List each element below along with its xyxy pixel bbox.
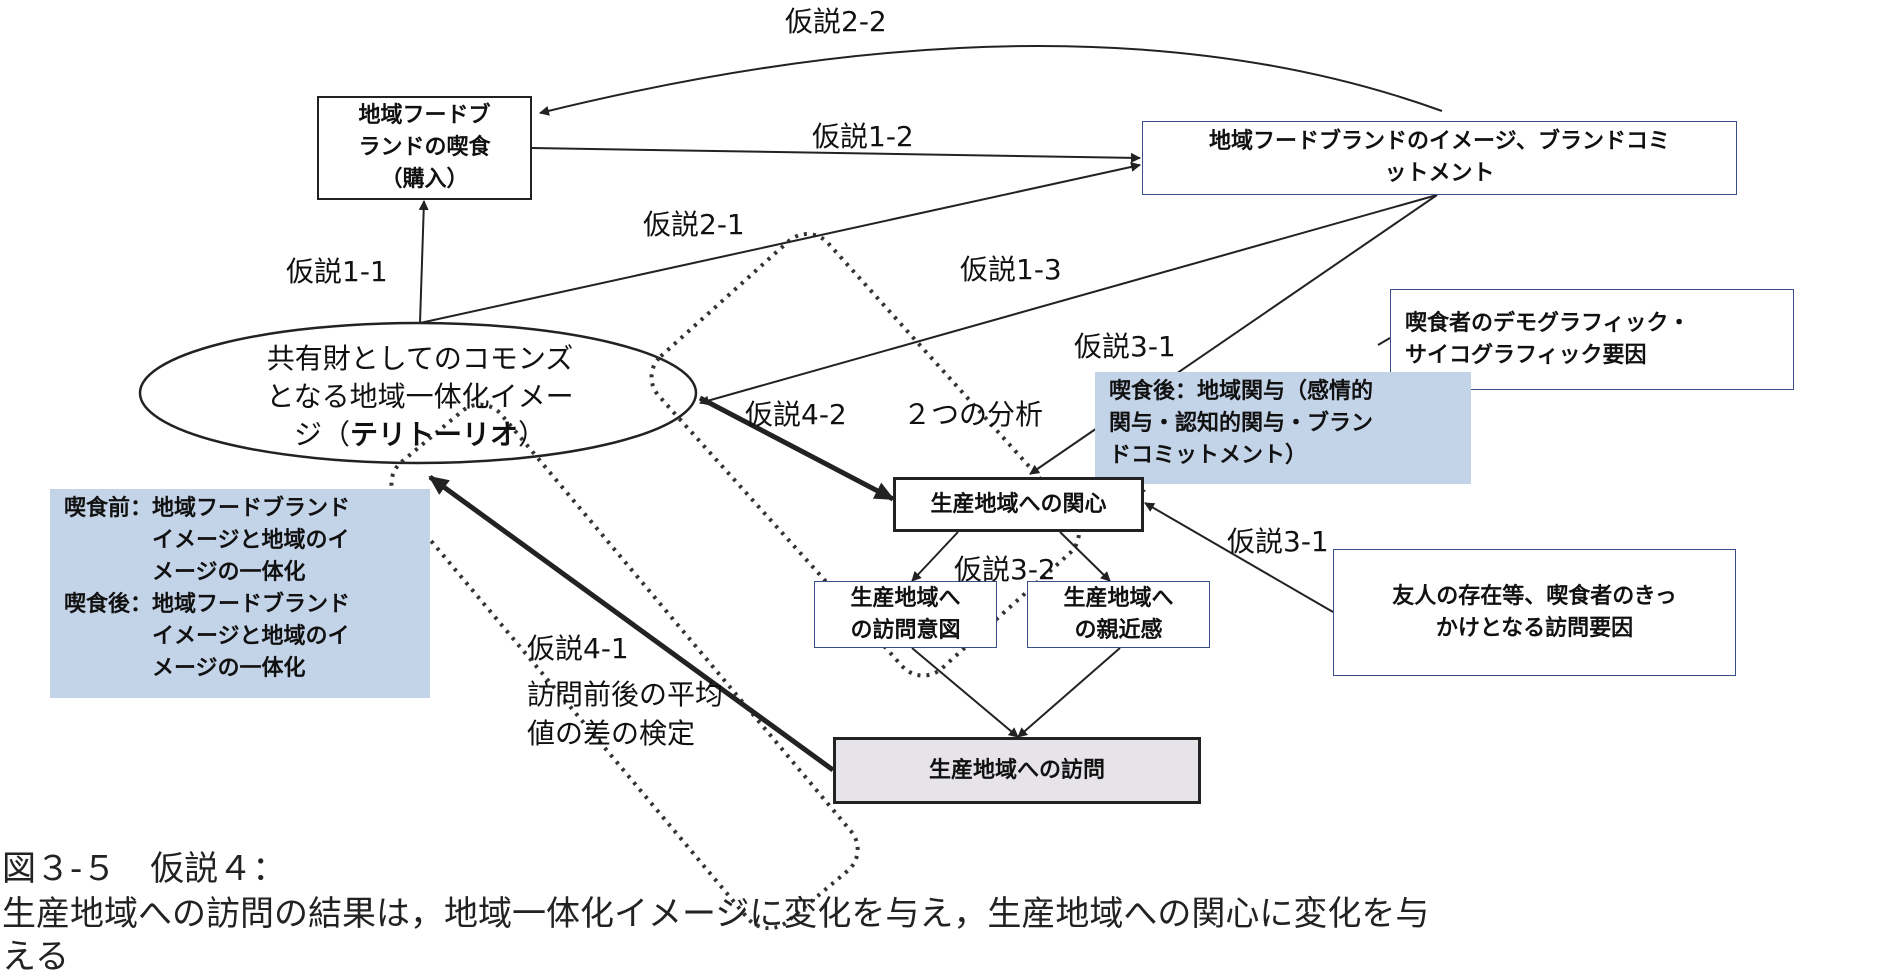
- label-h4-1-line2: 訪問前後の平均: [527, 678, 724, 711]
- after-eating-note: 喫食後：地域関与（感情的 関与・認知的関与・ブラン ドコミットメント）: [1095, 372, 1471, 484]
- after-row1: 喫食後：地域フードブランド: [64, 589, 430, 621]
- before-val3: メージの一体化: [152, 560, 306, 585]
- brand-image-box: 地域フードブランドのイメージ、ブランドコミ ットメント: [1142, 121, 1737, 195]
- label-h4-1-line3: 値の差の検定: [527, 717, 696, 750]
- arrow-h2-1: [419, 162, 1141, 324]
- brand-image-line1: 地域フードブランドのイメージ、ブランドコミ: [1209, 129, 1670, 154]
- visit-intent-line1: 生産地域へ: [850, 585, 961, 611]
- label-h2-2: 仮説2-2: [785, 5, 887, 38]
- after-val3: メージの一体化: [152, 656, 306, 681]
- commons-line3c: ）: [518, 418, 547, 451]
- line-demographic: [1377, 337, 1391, 346]
- label-h3-2: 仮説3-2: [954, 553, 1056, 586]
- commons-line1: 共有財としてのコモンズ: [266, 342, 574, 375]
- commons-ellipse: [138, 321, 698, 465]
- purchase-line3: （購入）: [380, 167, 469, 192]
- arrow-h1-3: [699, 194, 1438, 406]
- before-val1: 地域フードブランド: [152, 496, 351, 521]
- brand-image-line2: ットメント: [1384, 161, 1495, 186]
- commons-line3a: ジ（: [293, 418, 350, 451]
- demographic-box: 喫食者のデモグラフィック・ サイコグラフィック要因: [1390, 289, 1794, 390]
- label-h1-3: 仮説1-3: [960, 253, 1062, 286]
- label-h3-1a: 仮説3-1: [1074, 330, 1176, 363]
- arrow-h1-2: [531, 147, 1141, 163]
- arrow-h1-1: [418, 200, 429, 324]
- visit-intent-line2: の訪問意図: [850, 617, 961, 643]
- interest-label: 生産地域への関心: [930, 491, 1107, 517]
- commons-text: 共有財としてのコモンズ となる地域一体化イメー ジ（テリトーリオ）: [140, 340, 700, 460]
- purchase-line2: ランドの喫食: [358, 135, 491, 160]
- friends-box: 友人の存在等、喫食者のきっ かけとなる訪問要因: [1333, 549, 1736, 676]
- analysis-dotted-box-1: [649, 231, 1081, 678]
- intimacy-line1: 生産地域へ: [1063, 585, 1174, 611]
- intimacy-line2: の親近感: [1074, 617, 1163, 643]
- arrow-h3-1b: [1144, 502, 1334, 613]
- purchase-line1: 地域フードブ: [358, 103, 491, 128]
- arrow-intimacy-visit: [1017, 647, 1121, 738]
- after-eating-line2: 関与・認知的関与・ブラン: [1109, 411, 1374, 436]
- demographic-line1: 喫食者のデモグラフィック・: [1405, 310, 1691, 336]
- figure-caption-line2: 生産地域への訪問の結果は，地域一体化イメージに変化を与え，生産地域への関心に変化…: [2, 894, 1430, 934]
- visit-label: 生産地域への訪問: [928, 757, 1105, 783]
- before-row1: 喫食前：地域フードブランド: [64, 493, 430, 525]
- label-h1-2: 仮説1-2: [812, 120, 914, 153]
- after-eating-line3: ドコミットメント）: [1109, 443, 1308, 468]
- label-h3-1b: 仮説3-1: [1227, 525, 1329, 558]
- label-h2-1: 仮説2-1: [643, 208, 745, 241]
- before-after-note: 喫食前：地域フードブランド イメージと地域のイ メージの一体化 喫食後：地域フー…: [50, 489, 430, 698]
- visit-box: 生産地域への訪問: [833, 737, 1201, 804]
- commons-line2: となる地域一体化イメー: [266, 380, 574, 413]
- after-val2: イメージと地域のイ: [152, 624, 350, 649]
- after-val1: 地域フードブランド: [152, 592, 351, 617]
- after-key: 喫食後：: [64, 592, 153, 617]
- commons-line3b: テリトーリオ: [349, 418, 518, 451]
- label-h4-2: 仮説4-2: [745, 398, 847, 431]
- label-h4-1: 仮説4-1: [527, 632, 629, 665]
- arrow-h4-2: [698, 395, 895, 502]
- arrow-intent-visit: [911, 647, 1019, 738]
- before-val2: イメージと地域のイ: [152, 528, 350, 553]
- arrow-h2-2: [539, 45, 1443, 116]
- figure-caption-line1: 図３-５ 仮説４：: [2, 849, 287, 889]
- demographic-line2: サイコグラフィック要因: [1405, 342, 1647, 368]
- before-key: 喫食前：: [64, 496, 153, 521]
- label-two-analysis: ２つの分析: [903, 398, 1044, 431]
- figure-caption-line3: える: [2, 937, 69, 977]
- intimacy-box: 生産地域へ の親近感: [1027, 581, 1210, 648]
- visit-intent-box: 生産地域へ の訪問意図: [814, 581, 997, 648]
- interest-box: 生産地域への関心: [893, 477, 1144, 532]
- label-h1-1: 仮説1-1: [286, 255, 388, 288]
- friends-line1: 友人の存在等、喫食者のきっ: [1392, 583, 1677, 609]
- arrow-h3-2-right: [1059, 531, 1111, 582]
- arrow-h4-1: [428, 474, 835, 773]
- purchase-box: 地域フードブ ランドの喫食 （購入）: [317, 96, 532, 200]
- after-eating-line1: 喫食後：地域関与（感情的: [1109, 379, 1374, 404]
- friends-line2: かけとなる訪問要因: [1435, 615, 1634, 641]
- arrow-h3-2-left: [911, 531, 959, 582]
- commons-line3: ジ（テリトーリオ）: [140, 416, 700, 454]
